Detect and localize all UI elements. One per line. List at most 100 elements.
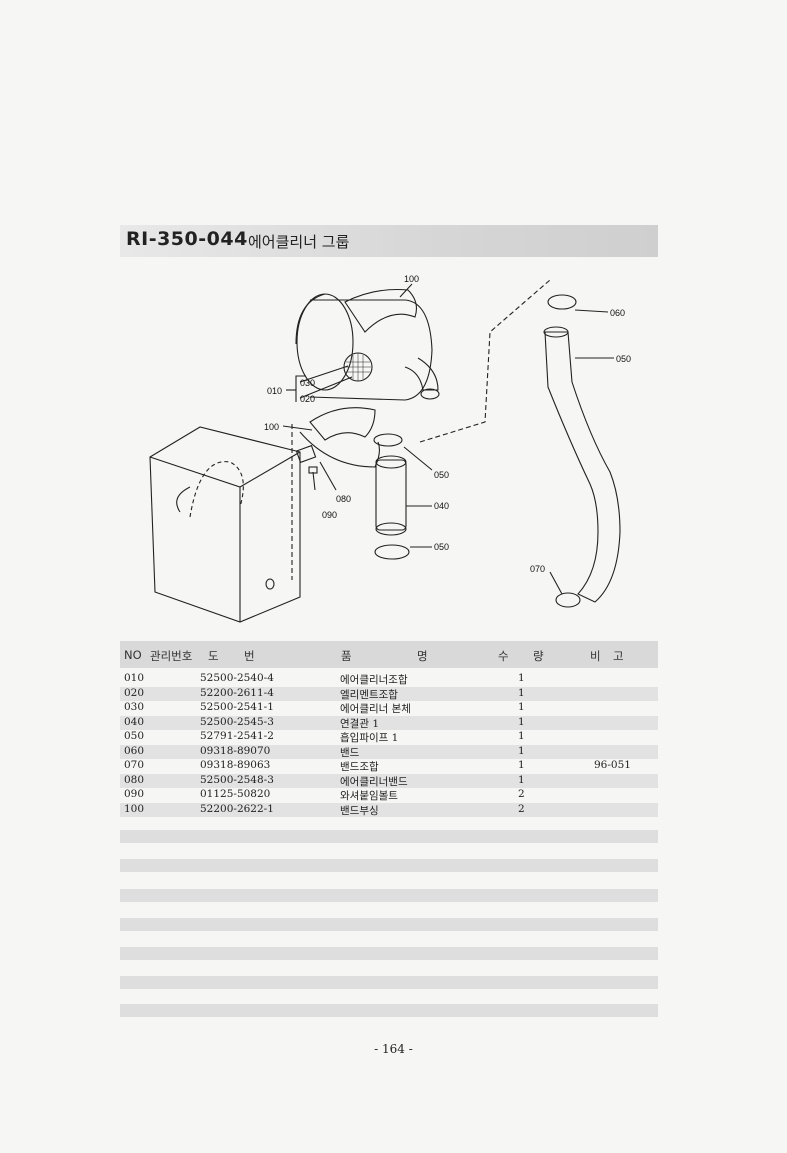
section-code: RI-350-044 <box>126 228 248 250</box>
cell-no: 040 <box>124 715 145 728</box>
cell-part-number: 09318-89063 <box>200 759 271 771</box>
callout-090: 090 <box>322 510 337 520</box>
band-050-lower <box>374 544 410 560</box>
empty-row-stripe <box>120 859 658 872</box>
cell-quantity: 2 <box>518 788 525 800</box>
cell-quantity: 1 <box>518 715 525 728</box>
air-cleaner-body <box>309 299 433 401</box>
fuel-tank <box>149 426 301 623</box>
cell-no: 090 <box>124 788 145 800</box>
air-cleaner-band <box>299 431 381 468</box>
cell-part-name: 와셔붙임볼트 <box>340 790 398 802</box>
empty-row-stripe <box>120 947 658 960</box>
page-number: - 164 - <box>374 1042 413 1056</box>
callout-020: 020 <box>300 394 315 404</box>
callout-060: 060 <box>610 308 625 318</box>
cell-no: 060 <box>124 744 145 757</box>
header-drawing-1: 도 <box>208 649 219 663</box>
parts-table-body: 010 52500-2540-4 에어클리너조합 1 020 52200-261… <box>120 672 658 817</box>
table-row: 030 52500-2541-1 에어클리너 본체 1 <box>120 701 658 716</box>
cell-part-name: 밴드부싱 <box>340 804 379 817</box>
cell-part-number: 52200-2622-1 <box>200 802 274 815</box>
empty-row-stripe <box>120 976 658 989</box>
table-row: 080 52500-2548-3 에어클리너밴드 1 <box>120 773 658 788</box>
callout-050-lower: 050 <box>434 542 449 552</box>
cell-part-name: 연결관 1 <box>340 717 379 730</box>
table-row: 060 09318-89070 밴드 1 <box>120 744 658 759</box>
cell-part-name: 밴드조합 <box>340 761 379 773</box>
header-item-2: 명 <box>417 649 428 663</box>
table-row: 010 52500-2540-4 에어클리너조합 1 <box>120 672 658 687</box>
header-qty-1: 수 <box>498 649 509 663</box>
header-mgmt-no: 관리번호 <box>150 649 193 663</box>
cell-part-name: 에어클리너밴드 <box>340 775 408 788</box>
table-row: 070 09318-89063 밴드조합 1 96-051 <box>120 759 658 774</box>
callout-100-lower: 100 <box>264 422 279 432</box>
cell-part-number: 52500-2545-3 <box>200 715 274 728</box>
table-header: NO 관리번호 도 번 품 명 수 량 비 고 <box>120 641 658 668</box>
table-row: 100 52200-2622-1 밴드부싱 2 <box>120 802 658 817</box>
callout-040: 040 <box>434 501 449 511</box>
cell-quantity: 2 <box>518 802 525 815</box>
callout-080: 080 <box>336 494 351 504</box>
cell-note: 96-051 <box>594 759 631 771</box>
cell-quantity: 1 <box>518 773 525 786</box>
cell-part-number: 01125-50820 <box>200 788 271 800</box>
band-050-upper <box>373 433 403 447</box>
band-060 <box>547 294 577 310</box>
callout-030: 030 <box>300 378 315 388</box>
header-remark-1: 비 <box>590 649 601 663</box>
callout-050-upper: 050 <box>434 470 449 480</box>
cell-part-number: 52500-2541-1 <box>200 701 274 713</box>
header-no: NO <box>124 648 142 662</box>
empty-row-stripe <box>120 918 658 931</box>
cell-quantity: 1 <box>518 672 525 684</box>
cell-no: 020 <box>124 686 145 699</box>
cell-no: 050 <box>124 730 145 742</box>
empty-row-stripe <box>120 830 658 843</box>
header-remark-2: 고 <box>613 649 624 663</box>
section-name: 에어클리너 그룹 <box>248 233 350 251</box>
empty-row-stripe <box>120 1004 658 1017</box>
header-item-1: 품 <box>341 649 352 663</box>
exploded-parts-diagram: 100 060 050 030 010 020 100 050 080 090 … <box>149 274 631 623</box>
band-bushing-lower <box>309 407 376 441</box>
table-row: 040 52500-2545-3 연결관 1 1 <box>120 715 658 730</box>
cell-part-name: 에어클리너조합 <box>340 674 408 686</box>
cell-quantity: 1 <box>518 744 525 757</box>
callout-070: 070 <box>530 564 545 574</box>
cell-part-name: 엘리멘트조합 <box>340 688 398 701</box>
cell-no: 030 <box>124 701 145 713</box>
header-qty-2: 량 <box>533 649 544 663</box>
cell-no: 100 <box>124 802 145 815</box>
cell-quantity: 1 <box>518 701 525 713</box>
cell-quantity: 1 <box>518 759 525 771</box>
callout-010: 010 <box>267 386 282 396</box>
callout-050-pipe: 050 <box>616 354 631 364</box>
cell-no: 070 <box>124 759 145 771</box>
air-cleaner-body-end <box>296 293 354 391</box>
intake-pipe <box>544 331 621 603</box>
cell-no: 010 <box>124 672 145 684</box>
cell-part-number: 52791-2541-2 <box>200 730 274 742</box>
band-070 <box>555 592 581 608</box>
table-row: 020 52200-2611-4 엘리멘트조합 1 <box>120 686 658 701</box>
band-bushing-top <box>344 289 417 333</box>
cell-no: 080 <box>124 773 145 786</box>
cell-part-number: 52500-2548-3 <box>200 773 274 786</box>
section-title-bar: RI-350-044 에어클리너 그룹 <box>120 225 658 257</box>
cell-part-name: 에어클리너 본체 <box>340 703 411 715</box>
cell-quantity: 1 <box>518 730 525 742</box>
cell-part-number: 52500-2540-4 <box>200 672 274 684</box>
cell-quantity: 1 <box>518 686 525 699</box>
cell-part-number: 52200-2611-4 <box>200 686 274 699</box>
empty-row-stripe <box>120 889 658 902</box>
table-row: 050 52791-2541-2 흡입파이프 1 1 <box>120 730 658 745</box>
cell-part-number: 09318-89070 <box>200 744 271 757</box>
connecting-pipe <box>375 459 407 531</box>
cell-part-name: 흡입파이프 1 <box>340 732 399 744</box>
cell-part-name: 밴드 <box>340 746 360 759</box>
table-row: 090 01125-50820 와셔붙임볼트 2 <box>120 788 658 803</box>
header-drawing-2: 번 <box>244 649 255 663</box>
